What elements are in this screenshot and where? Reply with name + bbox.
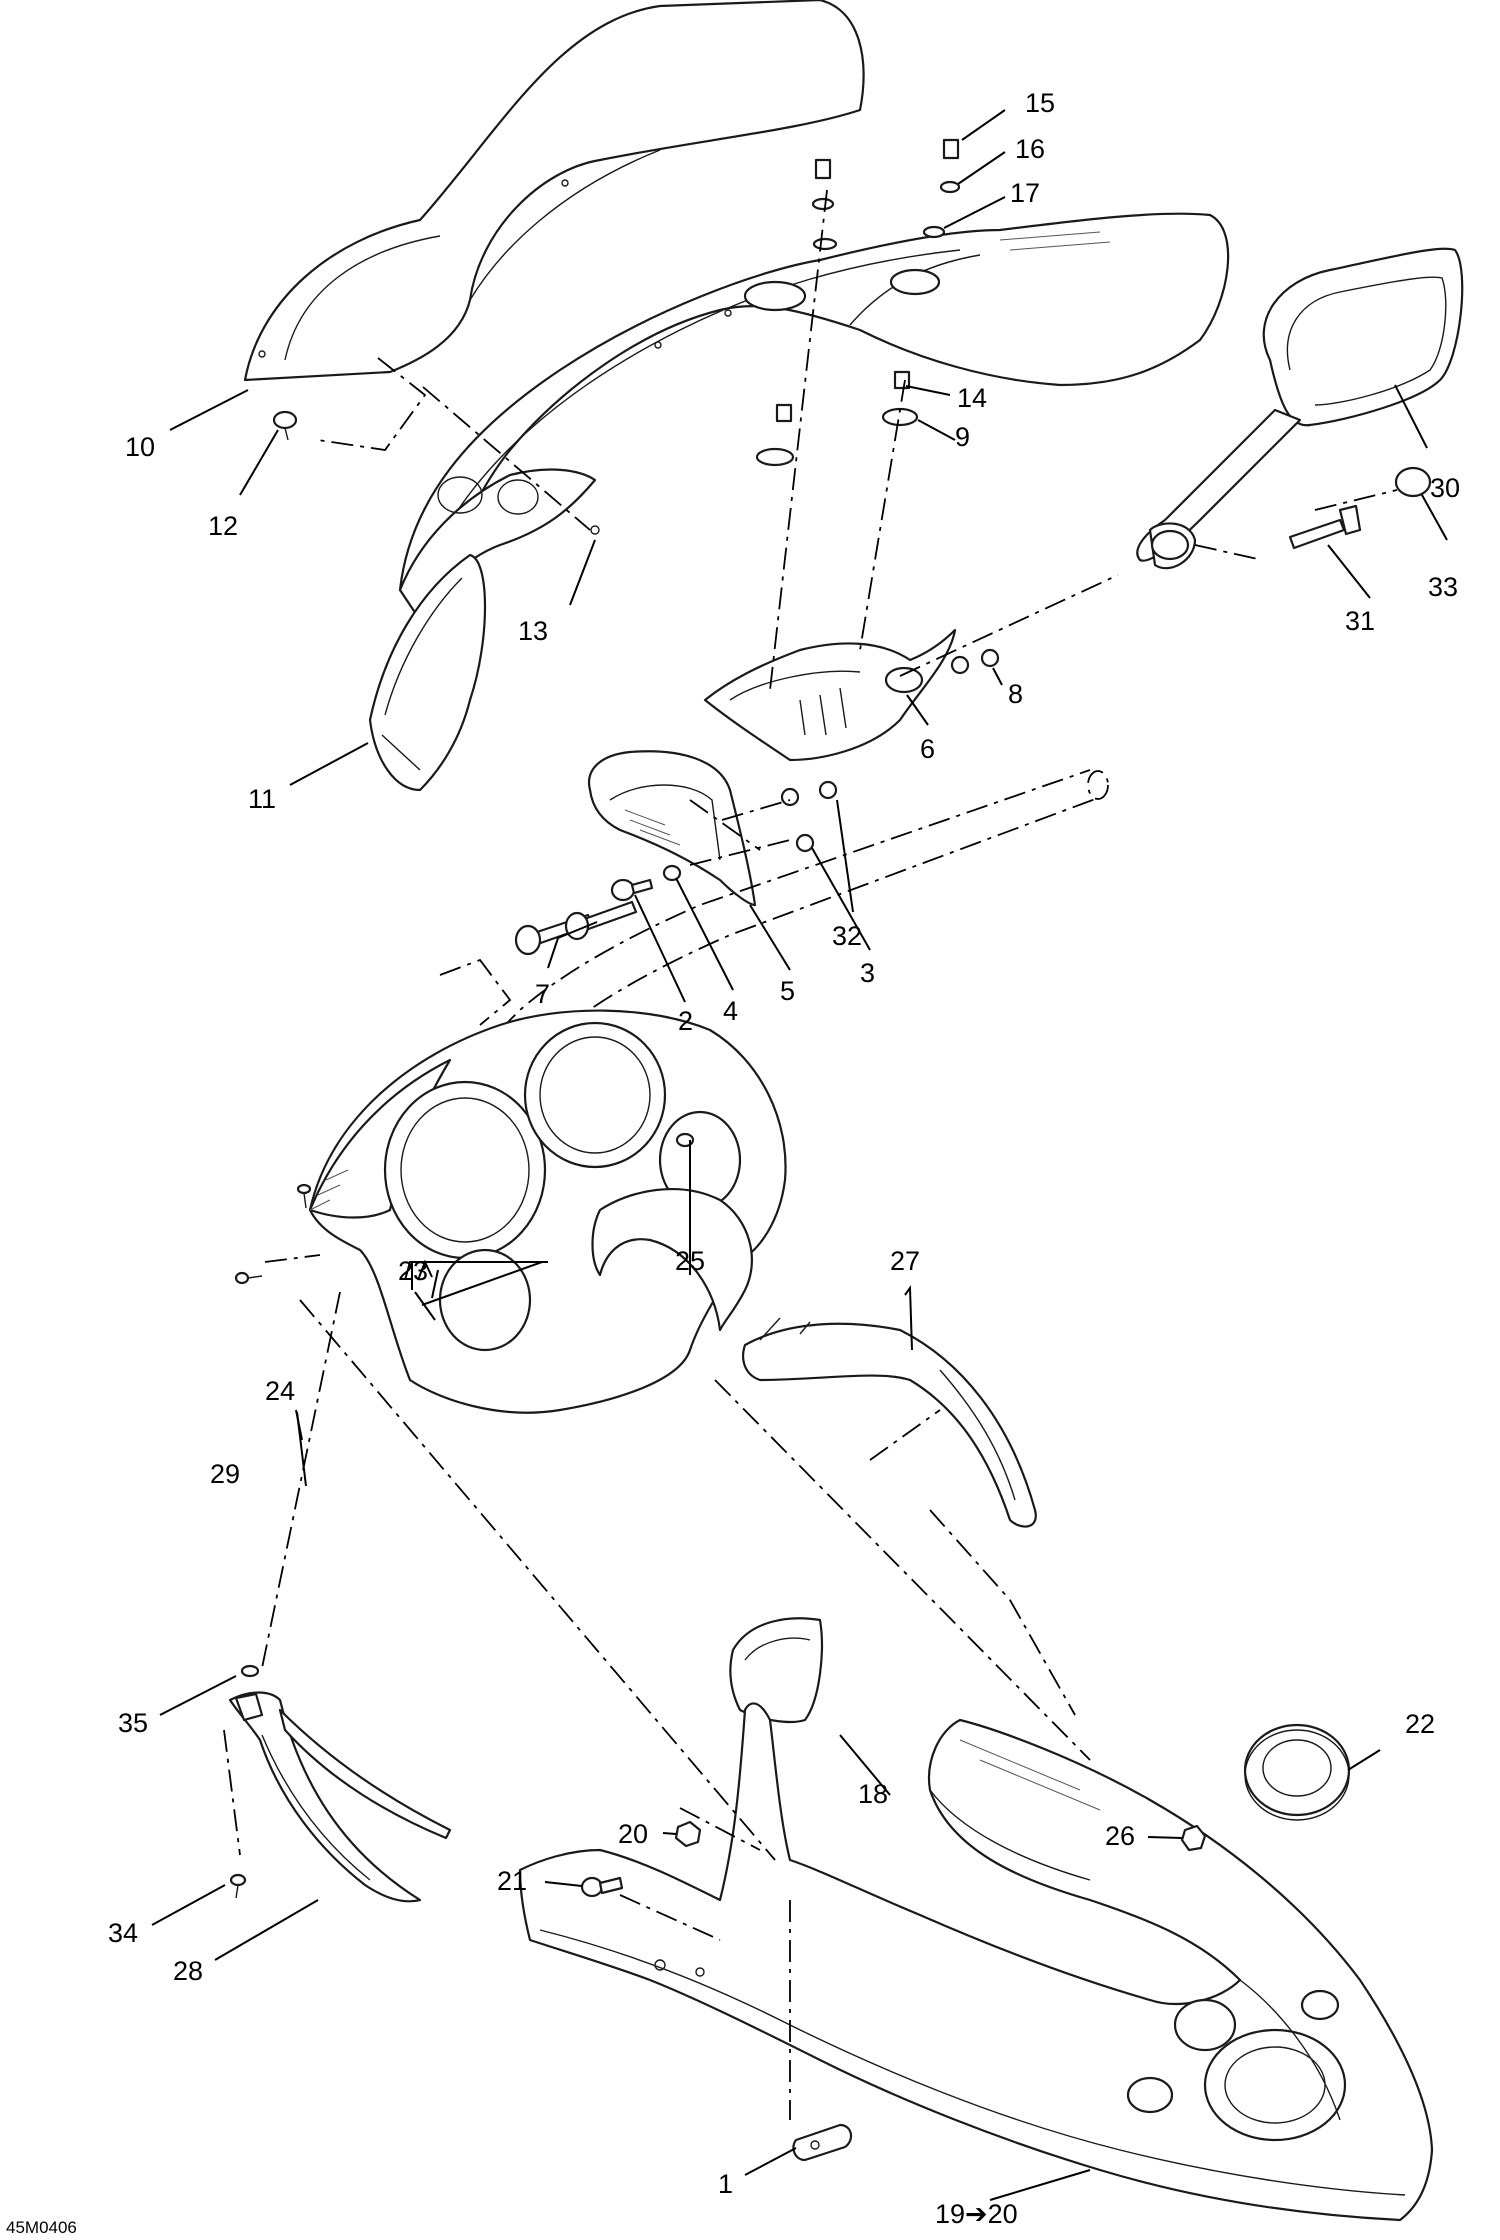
- upper-visor-body: [398, 212, 1230, 602]
- clip-1: [792, 2123, 853, 2162]
- mirror: [1136, 247, 1464, 570]
- callout-35: 35: [118, 1708, 148, 1738]
- callout-2: 2: [678, 1006, 693, 1036]
- screw-21: [580, 1876, 624, 1898]
- callout-1: 1: [718, 2169, 733, 2199]
- callout-33: 33: [1428, 572, 1458, 602]
- hardware-stack-left: [755, 158, 838, 467]
- nut-26: [1180, 1824, 1207, 1852]
- grommet-22: [1243, 1723, 1351, 1821]
- callout-labels: 15 16 17 14 9 10 12 13 11 30 33 31 8 6 3…: [6, 88, 1460, 2237]
- callout-4: 4: [723, 996, 738, 1026]
- callout-12: 12: [208, 511, 238, 541]
- callout-9: 9: [955, 422, 970, 452]
- control-housing: [587, 750, 757, 907]
- callout-30: 30: [1430, 473, 1460, 503]
- nuts-32: [780, 780, 838, 807]
- callout-31: 31: [1345, 606, 1375, 636]
- callout-19: 19➔20: [935, 2199, 1018, 2229]
- screw-24: [296, 1183, 312, 1209]
- callout-23: 23: [398, 1256, 428, 1286]
- washer-35: [240, 1664, 260, 1678]
- mirror-bracket: [703, 628, 957, 762]
- side-cover-right: [742, 1317, 1037, 1528]
- drawing-code: 45M0406: [6, 2218, 77, 2237]
- leader-lines-lower: [151, 1140, 1381, 2201]
- screw-2: [610, 878, 654, 902]
- callout-5: 5: [780, 976, 795, 1006]
- side-fairing-left: [228, 1691, 452, 1903]
- callout-25: 25: [675, 1246, 705, 1276]
- callout-28: 28: [173, 1956, 203, 1986]
- cover-18: [729, 1617, 823, 1724]
- callout-3: 3: [860, 958, 875, 988]
- callout-32: 32: [832, 921, 862, 951]
- callout-29: 29: [210, 1459, 240, 1489]
- rivets-7: [514, 900, 638, 956]
- nut-20: [674, 1820, 702, 1848]
- nut-3: [795, 833, 815, 853]
- callout-27: 27: [890, 1246, 920, 1276]
- leader-lines: [169, 109, 1448, 1306]
- cap-33: [1394, 466, 1432, 498]
- side-deflector: [368, 553, 487, 792]
- bolt-31: [1288, 504, 1362, 550]
- callout-18: 18: [858, 1779, 888, 1809]
- screw-12: [272, 410, 298, 441]
- callout-7: 7: [535, 979, 550, 1009]
- washer-4: [662, 864, 682, 882]
- callout-16: 16: [1015, 134, 1045, 164]
- callout-8: 8: [1008, 679, 1023, 709]
- screw-29: [234, 1271, 263, 1285]
- callout-6: 6: [920, 734, 935, 764]
- callout-13: 13: [518, 616, 548, 646]
- callout-21: 21: [497, 1866, 527, 1896]
- windshield: [243, 0, 865, 382]
- callout-14: 14: [957, 383, 987, 413]
- callout-34: 34: [108, 1918, 138, 1948]
- nuts-8: [950, 648, 1000, 675]
- lower-console: [518, 1702, 1434, 2222]
- callout-20: 20: [618, 1819, 648, 1849]
- screw-34: [229, 1873, 247, 1899]
- callout-24: 24: [265, 1376, 295, 1406]
- callout-11: 11: [248, 784, 276, 814]
- instrument-cluster-housing: [308, 1009, 787, 1414]
- assembly-lines: [223, 189, 1398, 2120]
- callout-17: 17: [1010, 178, 1040, 208]
- callout-22: 22: [1405, 1709, 1435, 1739]
- callout-15: 15: [1025, 88, 1055, 118]
- callout-26: 26: [1105, 1821, 1135, 1851]
- callout-10: 10: [125, 432, 155, 462]
